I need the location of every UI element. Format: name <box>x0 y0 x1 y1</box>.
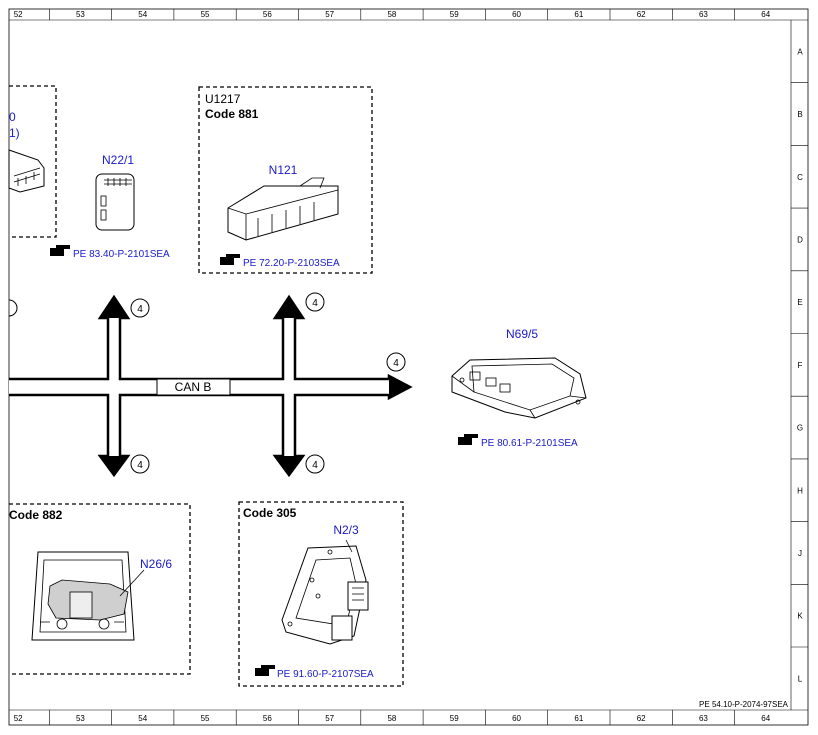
box-left-top-title1: 0 <box>9 110 16 124</box>
pointing-hand-icon <box>458 434 478 445</box>
n2-3-label: N2/3 <box>333 523 359 537</box>
diagram-frame <box>8 8 809 726</box>
pointing-hand-icon <box>255 665 275 676</box>
pointing-hand-icon <box>50 245 70 256</box>
n22-1-ref[interactable]: PE 83.40-P-2101SEA <box>73 249 170 260</box>
n26-6-label: N26/6 <box>140 557 172 571</box>
arrow-right <box>389 376 410 398</box>
connector-circle <box>305 292 325 312</box>
box-code-882-border <box>9 503 191 675</box>
grid-marks: 52 52 53 53 54 54 55 55 56 56 57 57 58 58 59 59 60 60 61 61… <box>14 9 808 725</box>
n121-module-icon <box>227 177 339 241</box>
grid-column-label: 54 <box>138 10 147 19</box>
grid-column-label: 57 <box>325 10 334 19</box>
connector-circle-partial <box>8 299 18 317</box>
connector-number: 4 <box>137 460 143 471</box>
n22-1-icon <box>95 173 135 231</box>
connector-number: 4 <box>312 460 318 471</box>
box-code-305-border <box>238 501 404 687</box>
n26-6-console-icon <box>31 551 145 641</box>
component-n69-5: N69/5 PE 80.61-P-2101SEA <box>451 327 587 449</box>
arrow-up-left <box>100 297 128 318</box>
grid-row-label: B <box>797 110 802 119</box>
box-left-top-border <box>9 85 57 238</box>
grid-column-label: 52 <box>14 10 23 19</box>
grid-column-label: 59 <box>450 714 459 723</box>
grid-row-label: G <box>797 424 803 433</box>
box-left-top-title2: 1) <box>9 126 20 140</box>
grid-column-label: 58 <box>387 10 396 19</box>
box-u1217-border <box>198 86 373 274</box>
grid-row-label: E <box>797 298 802 307</box>
connector-number: 4 <box>393 358 399 369</box>
grid-column-label: 58 <box>387 714 396 723</box>
grid-column-label: 61 <box>574 10 583 19</box>
connector-circle <box>130 298 150 318</box>
n69-5-ref[interactable]: PE 80.61-P-2101SEA <box>481 438 578 449</box>
arrow-down-left <box>100 456 128 475</box>
grid-row-label: L <box>798 674 803 683</box>
box-u1217: U1217 Code 881 N121 PE 72.20-P-2103SEA <box>198 86 373 274</box>
doc-reference: PE 54.10-P-2074-97SEA <box>699 700 789 709</box>
grid-column-label: 63 <box>699 714 708 723</box>
n69-5-label: N69/5 <box>506 327 538 341</box>
grid-row-label: A <box>797 47 803 56</box>
grid-column-label: 55 <box>201 10 210 19</box>
grid-column-label: 59 <box>450 10 459 19</box>
n121-ref[interactable]: PE 72.20-P-2103SEA <box>243 258 340 269</box>
grid-column-label: 52 <box>14 714 23 723</box>
grid-column-label: 53 <box>76 10 85 19</box>
grid-column-label: 56 <box>263 714 272 723</box>
code-882-label: Code 882 <box>9 508 63 522</box>
connector-circle <box>305 454 325 474</box>
grid-column-label: 61 <box>574 714 583 723</box>
grid-row-label: F <box>798 361 803 370</box>
box-code-305: Code 305 N2/3 PE 91.60-P-2107SEA <box>238 501 404 687</box>
arrow-up-right <box>275 297 303 318</box>
grid-row-label: C <box>797 173 803 182</box>
u1217-title: U1217 <box>205 92 241 106</box>
grid-column-label: 53 <box>76 714 85 723</box>
connector-number: 4 <box>312 298 318 309</box>
grid-column-label: 63 <box>699 10 708 19</box>
grid-row-label: D <box>797 235 803 244</box>
grid-column-label: 62 <box>637 10 646 19</box>
grid-column-label: 56 <box>263 10 272 19</box>
code-305-label: Code 305 <box>243 506 297 520</box>
can-b-label-box <box>156 378 231 396</box>
left-top-module-icon <box>8 149 45 193</box>
box-code-882: Code 882 N26/6 <box>9 503 191 675</box>
n22-1-label: N22/1 <box>102 153 134 167</box>
connector-circle <box>130 454 150 474</box>
grid-column-label: 60 <box>512 714 521 723</box>
n2-3-module-icon <box>281 539 369 645</box>
grid-row-label: K <box>797 612 803 621</box>
connector-number: 4 <box>137 304 143 315</box>
grid-column-label: 55 <box>201 714 210 723</box>
grid-column-label: 64 <box>761 10 770 19</box>
grid-column-label: 54 <box>138 714 147 723</box>
u1217-code: Code 881 <box>205 107 259 121</box>
grid-column-label: 62 <box>637 714 646 723</box>
can-bus: CAN B 4 4 4 4 4 <box>8 292 413 478</box>
n2-3-ref[interactable]: PE 91.60-P-2107SEA <box>277 669 374 680</box>
grid-row-label: J <box>798 549 802 558</box>
grid-row-label: H <box>797 486 803 495</box>
pointing-hand-icon <box>220 254 240 265</box>
box-left-top: 0 1) <box>8 85 57 238</box>
n69-5-module-icon <box>451 357 587 419</box>
grid-column-label: 64 <box>761 714 770 723</box>
component-n22-1: N22/1 PE 83.40-P-2101SEA <box>50 153 170 260</box>
arrow-down-right <box>275 456 303 475</box>
grid-column-label: 57 <box>325 714 334 723</box>
connector-circle <box>386 352 406 372</box>
can-b-label: CAN B <box>175 380 212 394</box>
grid-column-label: 60 <box>512 10 521 19</box>
n121-label: N121 <box>269 163 298 177</box>
